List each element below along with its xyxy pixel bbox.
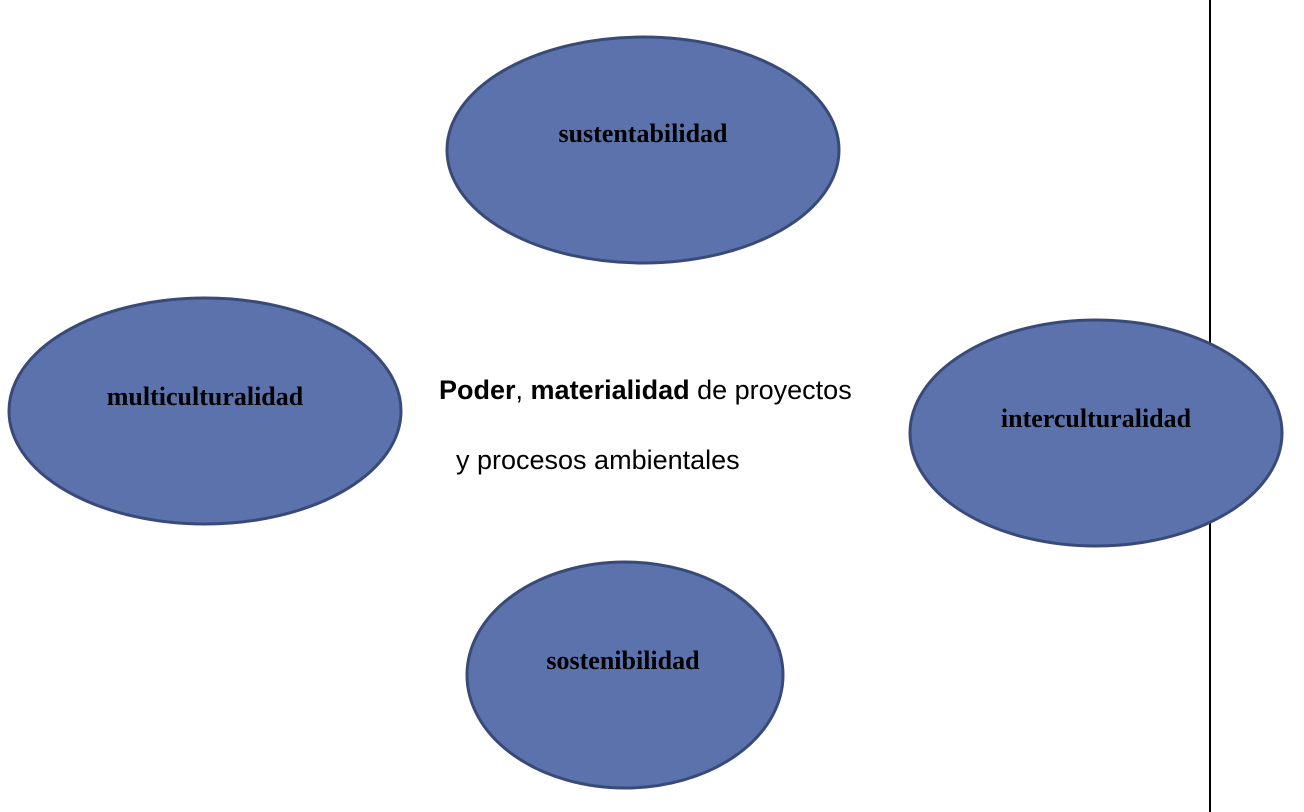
node-ellipse-right [908, 318, 1284, 548]
node-label-bottom: sostenibilidad [546, 646, 700, 675]
center-text-line2: y procesos ambientales [456, 445, 740, 475]
center-term-materialidad: materialidad [531, 375, 690, 405]
node-ellipse-top [445, 35, 841, 265]
center-term-proyectos: de proyectos [690, 375, 852, 405]
node-label-top: sustentabilidad [558, 119, 728, 148]
node-ellipse-left [7, 296, 403, 526]
center-term-poder: Poder [439, 375, 516, 405]
node-label-left: multiculturalidad [107, 382, 304, 411]
node-interculturalidad: interculturalidad [908, 318, 1284, 548]
center-separator: , [516, 375, 531, 405]
node-multiculturalidad: multiculturalidad [7, 296, 403, 526]
center-text-line1: Poder, materialidad de proyectos [439, 375, 852, 405]
node-label-right: interculturalidad [1001, 404, 1192, 433]
node-sostenibilidad: sostenibilidad [465, 560, 785, 790]
node-sustentabilidad: sustentabilidad [445, 35, 841, 265]
node-ellipse-bottom [465, 560, 785, 790]
